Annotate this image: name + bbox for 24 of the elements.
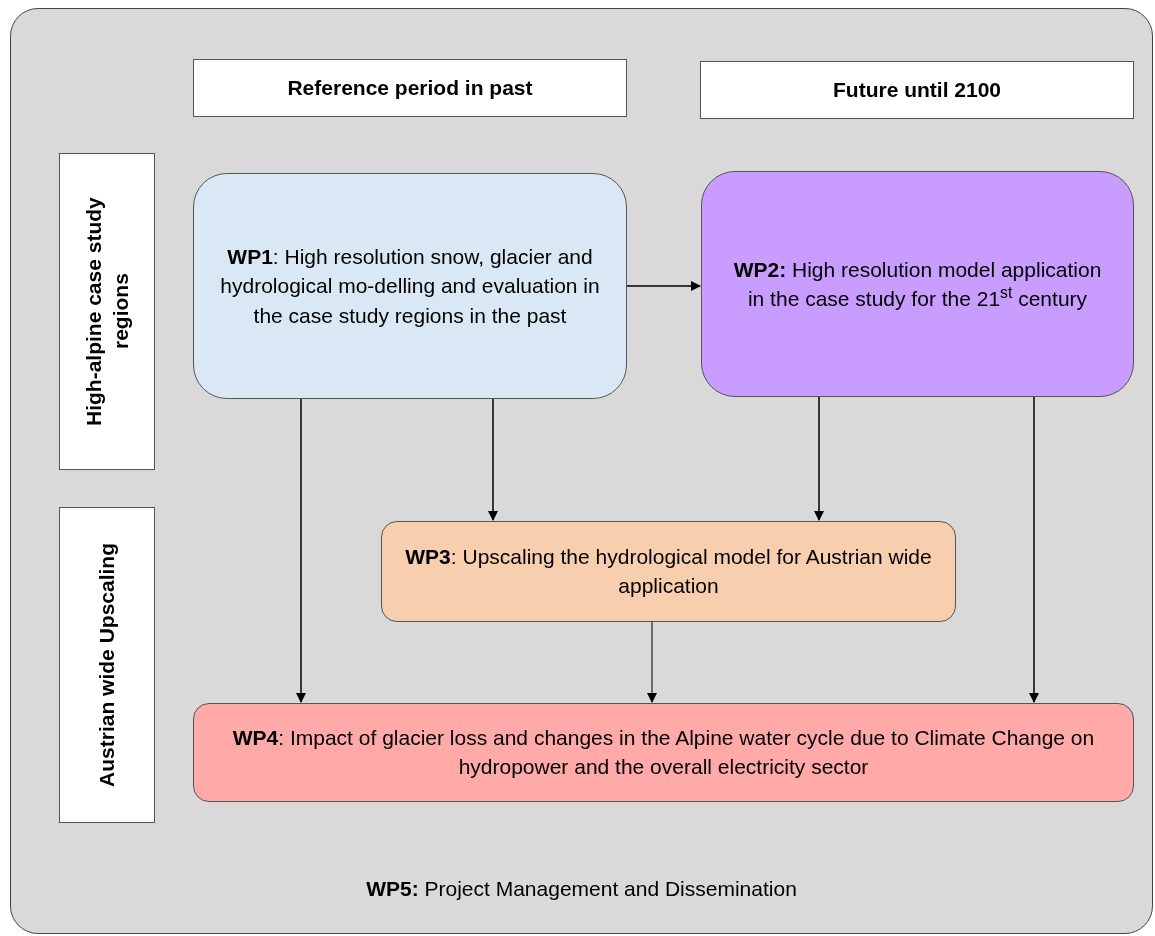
box-text: Reference period in past	[287, 75, 533, 102]
arrow	[1029, 396, 1039, 703]
box-text: Future until 2100	[833, 77, 1001, 104]
arrow	[814, 396, 824, 521]
box-text: WP1: High resolution snow, glacier and hydrological mo-delling and evaluation in the case study regions in the past	[219, 243, 601, 329]
work-package-box	[193, 703, 1134, 802]
arrow	[626, 281, 701, 291]
box-text: WP3: Upscaling the hydrological model for Austrian wide application	[404, 544, 933, 599]
header-box	[59, 507, 155, 823]
arrow	[647, 621, 657, 703]
box-text: WP2: High resolution model application in the case study for the 21$^{st}$ century	[732, 256, 1103, 312]
box-text: Austrian wide Upscaling	[94, 542, 120, 789]
work-package-box	[701, 171, 1134, 397]
work-package-box	[193, 173, 627, 399]
box-text: High-alpine case study regions	[80, 196, 133, 428]
header-box	[193, 59, 627, 117]
outer-panel	[10, 8, 1153, 934]
header-box	[700, 61, 1134, 119]
header-box	[59, 153, 155, 470]
work-package-box	[381, 521, 956, 622]
arrow	[488, 398, 498, 521]
box-text: WP4: Impact of glacier loss and changes in the Alpine water cycle due to Climate Change on hydropower and the overall electricity sector	[231, 725, 1096, 780]
arrow	[296, 398, 306, 703]
panel-caption: WP5: Project Management and Dissemination	[365, 876, 798, 902]
